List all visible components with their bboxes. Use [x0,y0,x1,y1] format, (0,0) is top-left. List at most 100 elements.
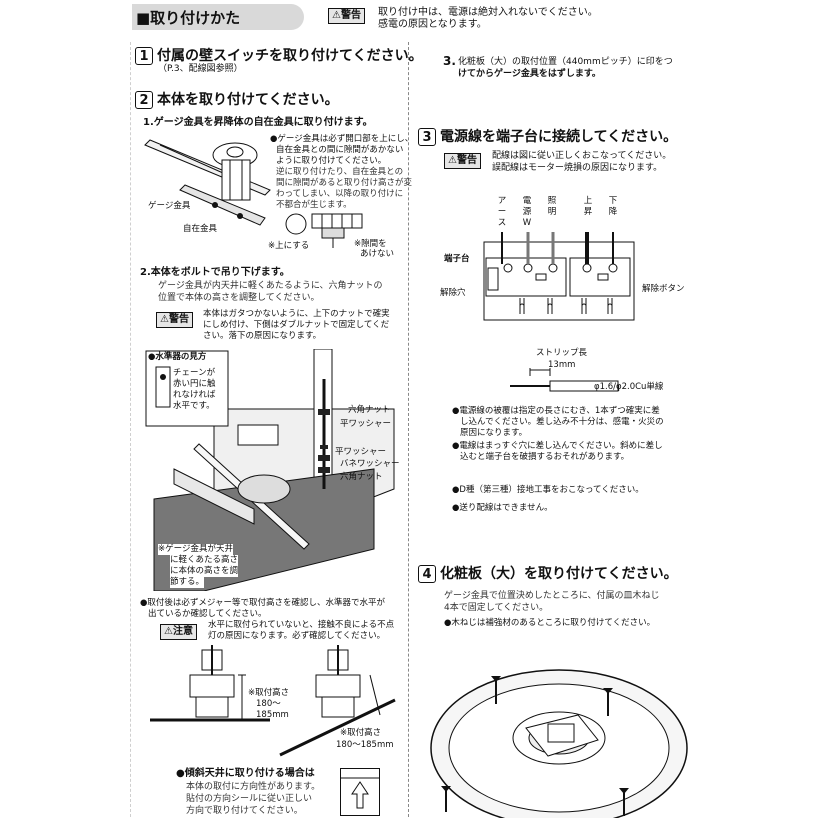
wire-note: 原因になります。 [460,428,528,438]
step4-note: ●木ねじは補強材のあるところに取り付けてください。 [444,618,656,628]
terminal-label: 照明 [547,196,557,217]
gauge-note: に本体の高さを調 [170,566,239,577]
label-spring-washer: バネワッシャー [340,459,400,469]
direction-sticker [340,768,380,816]
margin-line [130,42,131,817]
height-label: ※取付高さ [340,728,382,738]
label-wire: φ1.6/φ2.0Cu単線 [594,382,664,392]
section-title-bar [132,4,304,30]
step4-line: 4本で固定してください。 [444,603,549,613]
warning-badge: ⚠警告 [328,8,365,24]
level-line: 水平です。 [173,401,215,411]
column-divider [408,42,409,817]
caution-text: 水平に取付られていないと、接触不良による不点 [208,620,395,630]
height-label: 180～185mm [336,740,394,750]
terminal-block-diagram [483,232,635,321]
ground-note: ●D種（第三種）接地工事をおこなってください。 [452,485,644,495]
warning-text: 本体はガタつかないように、上下のナットで確実 [203,309,390,319]
height-label: 180～ [256,699,281,709]
step2-3-line: 化粧板（大）の取付位置（440mmピッチ）に印をつ [458,57,673,67]
check-text: ●取付後は必ずメジャー等で取付高さを確認し、水準器で水平が [140,598,385,608]
sub-text: ゲージ金具を昇降体の自在金具に取り付けます。 [153,117,373,128]
terminal-label: 下降 [608,196,618,217]
slope-line: 本体の取付に方向性があります。 [186,782,321,792]
sub-text: 本体をボルトで吊り下げます。 [150,267,290,278]
warning-text: 誤配線はモーター焼損の原因になります。 [492,163,663,173]
height-label: ※取付高さ [248,688,290,698]
note-line: わってしまい、以降の取り付けに [276,189,404,199]
sub2-line: ゲージ金具が内天井に軽くあたるように、六角ナットの [158,281,383,291]
detail-diagram [285,213,363,248]
warning-badge: ⚠警告 [156,312,193,328]
step4-title: 化粧板（大）を取り付けてください。 [440,566,678,582]
slope-line: 方向で取り付けてください。 [186,806,303,816]
caution-text: 灯の原因になります。必ず確認してください。 [208,631,386,641]
panel-diagram [430,669,688,818]
height-diagram [150,645,396,757]
gauge-note: ※ゲージ金具が天井 [158,544,233,555]
label-strip: ストリップ長 [536,348,588,358]
gauge-note: に軽くあたる高さ [170,555,239,566]
label-release-hole: 解除穴 [440,288,466,298]
level-title: ●水準器の見方 [148,352,207,362]
warning-text: さい。落下の原因になります。 [203,331,322,341]
step2-title: 本体を取り付けてください。 [157,92,339,108]
height-label: 185mm [256,710,289,720]
note-line: 自在金具との間に隙間があかない [276,145,404,155]
step2-3-number: 3. [443,54,456,68]
sub-number: 2. [140,267,151,278]
check-text: 出ているか確認してください。 [148,609,267,619]
step1-title: 付属の壁スイッチを取り付けてください。 [157,48,423,64]
header-warning-text: 感電の原因となります。 [378,19,487,30]
feed-note: ●送り配線はできません。 [452,503,553,513]
step2-sub2: 2.本体をボルトで吊り下げます。 [140,266,290,279]
terminal-label: 電源W [522,196,532,228]
step-number: 2 [135,91,153,109]
label-terminal: 端子台 [444,254,470,264]
label-release-button: 解除ボタン [642,284,685,294]
warning-text: 配線は図に従い正しくおこなってください。 [492,151,672,161]
label-gauge: ゲージ金具 [148,201,191,211]
label-washer: 平ワッシャー [340,419,392,429]
wire-note: ●電線はまっすぐ穴に差し込んでください。斜めに差し [452,441,663,451]
gauge-bracket-diagram [144,139,271,226]
label-hexnut: 六角ナット [340,472,383,482]
wire-note: 込むと端子台を破損するおそれがあります。 [460,452,630,462]
sub-number: 1. [143,117,154,128]
slope-line: 貼付の方向シールに従い正しい [186,794,313,804]
install-diagram [144,349,402,591]
note-line: 間に隙間があると取り付け高さが変 [276,178,413,188]
note-line: ●ゲージ金具は必ず開口部を上にし、 [270,134,414,144]
step2-3-line: けてからゲージ金具をはずします。 [458,69,601,79]
header-warning-text: 取り付け中は、電源は絶対入れないでください。 [378,7,598,18]
gauge-note: 節する。 [170,577,205,588]
wire-note: し込んでください。差し込み不十分は、感電・火災の [460,417,664,427]
label-hexnut: 六角ナット [348,405,391,415]
label-washer: 平ワッシャー [335,447,387,457]
warning-badge: ⚠警告 [444,153,481,169]
warning-text: にしめ付け、下側はダブルナットで固定してくだ [203,320,390,330]
wire-diagram [510,368,619,392]
terminal-label: 上昇 [583,196,593,217]
note-line: 不都合が生じます。 [276,200,352,210]
step-number: 3 [418,128,436,146]
wire-note: ●電源線の被覆は指定の長さにむき、1本ずつ確実に差 [452,406,660,416]
step1-ref: （P.3、配線図参照） [158,64,243,74]
step4-line: ゲージ金具で位置決めしたところに、付属の皿木ねじ [444,591,660,601]
label-jizai: 自在金具 [183,224,218,234]
label-up: ※上にする [268,241,310,251]
level-line: れなければ [173,390,216,400]
step-number: 1 [135,47,153,65]
level-line: チェーンが [173,368,216,378]
section-title: ■取り付けかた [136,9,241,27]
sub2-line: 位置で本体の高さを調整してください。 [158,293,320,303]
note-line: ように取り付けてください。 [276,156,387,166]
caution-badge: ⚠注意 [160,624,197,640]
step-number: 4 [418,565,436,583]
label-gap: ※隙間を [354,239,387,249]
step3-title: 電源線を端子台に接続してください。 [440,129,678,145]
